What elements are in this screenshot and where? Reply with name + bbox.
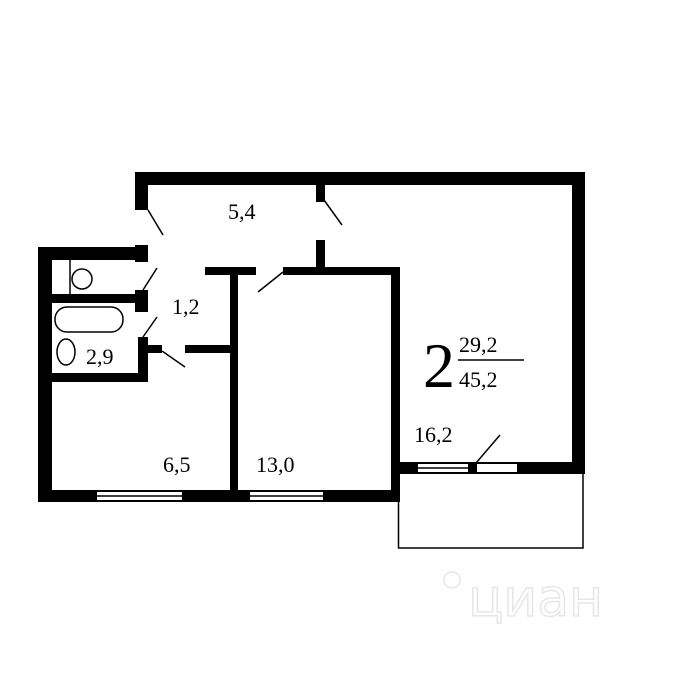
doors [142, 199, 501, 464]
wall-stub-3 [143, 345, 162, 353]
wall-bottom [38, 490, 400, 502]
fixtures [54, 260, 124, 366]
wall-kitchen-right [230, 267, 238, 500]
wall-stub-4 [316, 240, 325, 275]
walls [38, 172, 585, 502]
wall-right [572, 172, 585, 474]
living-area: 29,2 [459, 332, 498, 357]
wall-entrance [135, 172, 148, 210]
bathtub-icon [54, 306, 124, 333]
door-kitchen [161, 350, 186, 368]
wall-room-top [283, 267, 400, 275]
wall-corridor-top [205, 267, 256, 275]
area-hall: 5,4 [228, 199, 256, 224]
wall-bath-right [138, 337, 148, 382]
door-room-small [257, 271, 284, 293]
area-kitchen: 6,5 [163, 452, 191, 477]
area-room-large: 16,2 [414, 422, 453, 447]
wall-stub-2 [135, 290, 148, 312]
balcony [397, 472, 584, 549]
area-corridor: 1,2 [172, 294, 200, 319]
watermark: циан [443, 568, 604, 630]
wall-stub [135, 245, 148, 262]
total-area: 45,2 [459, 367, 498, 392]
wall-toilet-divider [52, 294, 148, 303]
wall-bath-bottom [52, 373, 148, 382]
sink-icon [56, 338, 76, 366]
wall-stub-5 [316, 185, 325, 202]
toilet-icon [71, 268, 93, 290]
windows [97, 464, 517, 500]
watermark-text: циан [468, 569, 603, 629]
wall-kitchen-top [185, 345, 235, 353]
watermark-logo-icon [443, 571, 461, 589]
door-balcony [475, 434, 501, 464]
door-room-large [323, 199, 343, 226]
door-entrance [147, 209, 164, 236]
wall-left [38, 247, 52, 502]
area-room-small: 13,0 [256, 452, 295, 477]
door-bathroom [142, 316, 158, 338]
wall-top [135, 172, 585, 185]
wall-room-right [391, 267, 400, 502]
wall-bath-top [38, 247, 148, 260]
balcony-door-opening [477, 464, 517, 472]
rooms-count: 2 [423, 330, 455, 401]
door-toilet [142, 267, 158, 291]
area-bathroom: 2,9 [86, 344, 114, 369]
